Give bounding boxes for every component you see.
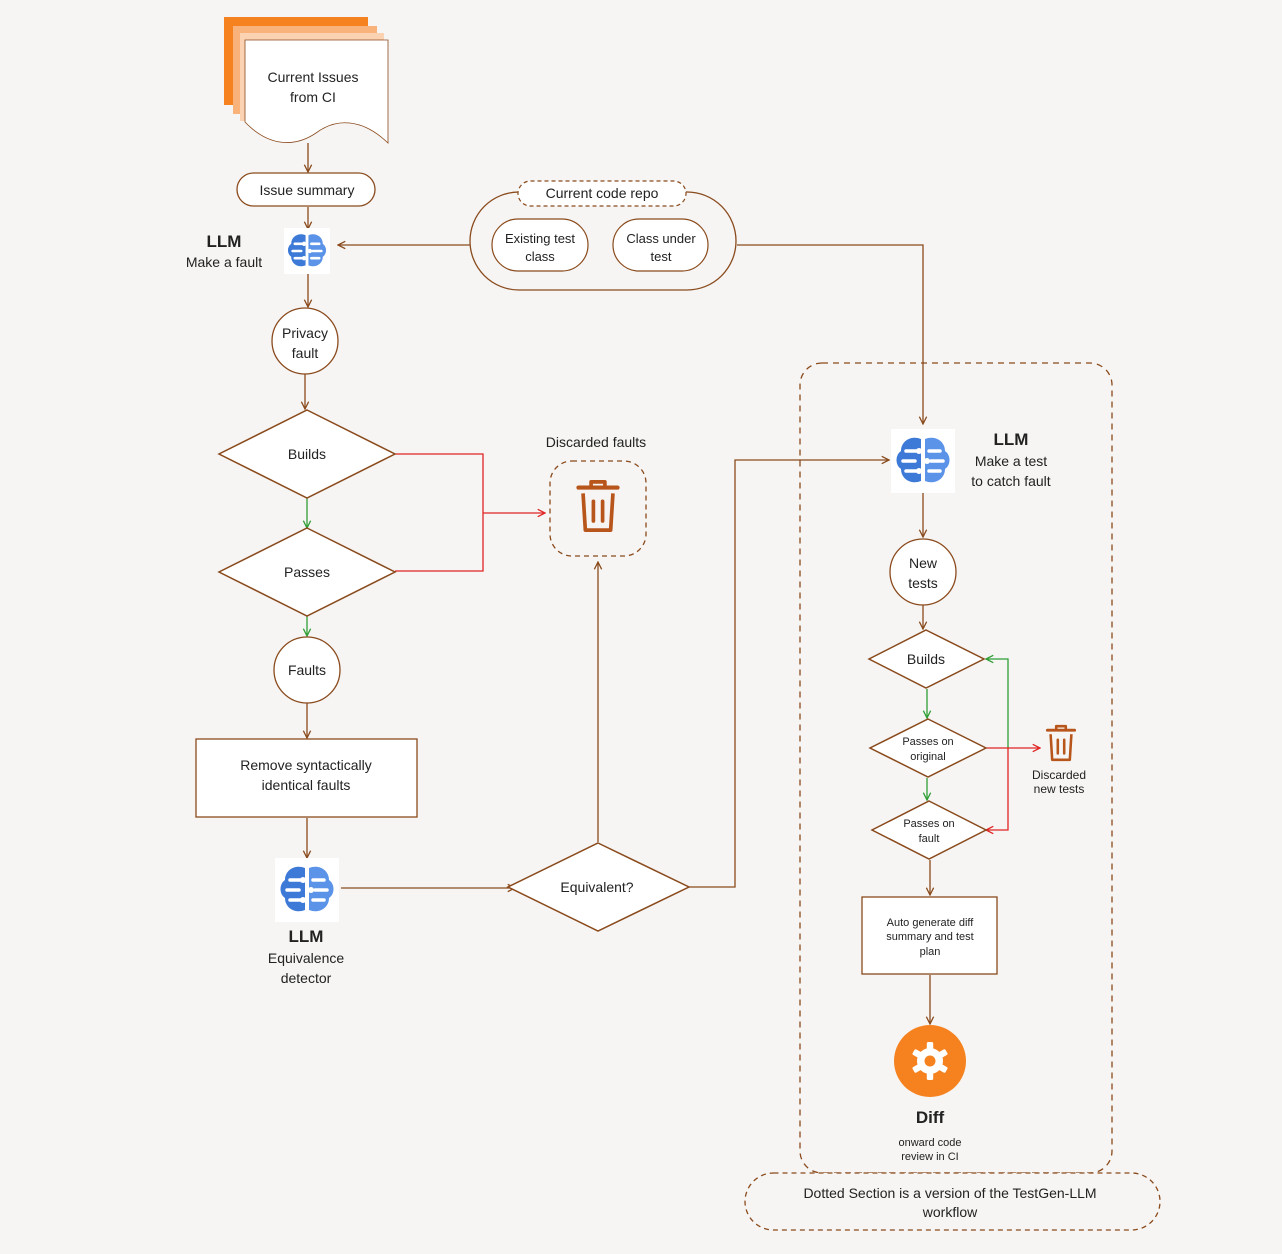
note-line2: workflow [922,1204,978,1220]
class-under-test-line1: Class under [626,231,696,246]
class-under-test-node [612,218,709,272]
discarded-faults-box [549,460,647,557]
passes-original-line1: Passes on [902,736,953,748]
privacy-fault-node: Privacy fault [271,307,339,375]
llm-make-fault-node: LLM Make a fault [186,228,330,274]
edge-fault-fail [986,748,1009,830]
current-issues-doc: Current Issues from CI [224,17,389,144]
llm-test-line2: to catch fault [971,473,1050,489]
passes-fault-decision: Passes on fault [870,800,988,860]
faults-node: Faults [273,636,341,704]
llm-fault-title: LLM [207,232,242,251]
doc-text-line2: from CI [290,89,336,105]
builds-left-decision: Builds [217,409,397,499]
gear-icon [912,1042,948,1080]
passes-left-label: Passes [284,564,330,580]
brain-icon [275,858,339,922]
discarded-faults-node: Discarded faults [546,434,647,557]
brain-icon [284,228,330,274]
llm-equivalence-node: LLM Equivalence detector [268,858,344,986]
edge-builds-fail [395,453,484,572]
passes-original-decision: Passes on original [868,718,988,778]
new-tests-line1: New [909,555,938,571]
discarded-tests-line2: new tests [1034,782,1085,796]
faults-label: Faults [288,662,326,678]
remove-identical-line1: Remove syntactically [240,757,372,773]
diff-line2: review in CI [901,1151,958,1163]
connectors [305,143,1040,1024]
privacy-fault-line2: fault [292,345,319,361]
discarded-faults-label: Discarded faults [546,434,646,450]
llm-equiv-title: LLM [289,927,324,946]
llm-equiv-line1: Equivalence [268,950,344,966]
llm-test-title: LLM [994,430,1029,449]
builds-left-label: Builds [288,446,326,462]
passes-fault-line1: Passes on [903,818,954,830]
trash-icon [578,482,617,530]
remove-identical-node: Remove syntactically identical faults [195,738,418,818]
autogen-line3: plan [920,946,941,958]
note-line1: Dotted Section is a version of the TestG… [803,1185,1096,1201]
llm-equiv-line2: detector [281,970,332,986]
builds-right-decision: Builds [867,629,986,689]
equivalent-label: Equivalent? [560,879,633,895]
existing-test-class-line1: Existing test [505,231,575,246]
trash-icon [1045,724,1077,762]
builds-right-label: Builds [907,651,945,667]
diff-node: Diff onward code review in CI [894,1025,966,1163]
class-under-test-line2: test [651,249,672,264]
passes-fault-line2: fault [919,833,940,845]
existing-test-class-node [491,218,589,272]
existing-test-class-line2: class [525,249,555,264]
discarded-tests-node: Discarded new tests [1032,724,1086,796]
passes-left-decision: Passes [217,527,397,617]
issue-summary-node: Issue summary [236,172,376,207]
brain-icon [891,429,955,493]
new-tests-node: New tests [889,538,957,606]
edge-repo-to-llm-test [737,244,923,424]
code-repo-title-pill [517,180,687,207]
autogen-line1: Auto generate diff [887,917,975,929]
llm-make-test-node: LLM Make a test to catch fault [891,429,1051,493]
issue-summary-label: Issue summary [260,182,355,198]
diff-title: Diff [916,1108,945,1127]
code-repo-group: Current code repo Existing test class Cl… [469,180,737,291]
dotted-section-note: Dotted Section is a version of the TestG… [744,1172,1161,1231]
code-repo-title: Current code repo [546,185,659,201]
autogen-line2: summary and test [886,931,973,943]
privacy-fault-line1: Privacy [282,325,328,341]
new-tests-line2: tests [908,575,938,591]
doc-text-line1: Current Issues [267,69,358,85]
doc-page [244,39,389,144]
llm-test-line1: Make a test [975,453,1047,469]
diff-line1: onward code [899,1137,962,1149]
edge-fault-retry [986,659,1009,748]
passes-original-line2: original [910,751,945,763]
equivalent-decision: Equivalent? [506,842,691,932]
llm-fault-subtitle: Make a fault [186,254,262,270]
remove-identical-line2: identical faults [262,777,351,793]
edge-equivalent-to-llm-test [689,460,889,888]
discarded-tests-line1: Discarded [1032,768,1086,782]
autogen-diff-node: Auto generate diff summary and test plan [861,896,998,975]
